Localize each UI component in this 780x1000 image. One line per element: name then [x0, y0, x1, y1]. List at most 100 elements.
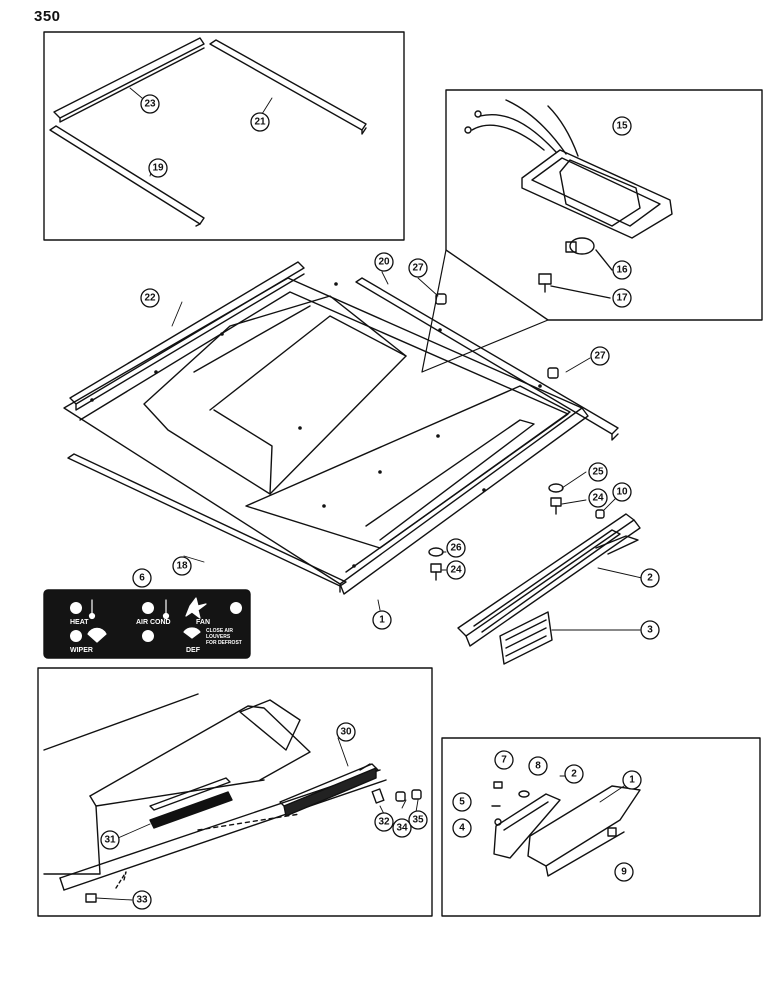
- wiper-icon: [87, 627, 107, 643]
- svg-text:23: 23: [144, 99, 156, 110]
- louver-bezel: [457, 513, 641, 647]
- callout-1: 1: [372, 610, 392, 630]
- svg-text:19: 19: [152, 163, 164, 174]
- control-panel-knob-holes: [70, 602, 242, 642]
- vent-strip-31: [149, 777, 233, 829]
- dashed-guide-line: [197, 813, 301, 831]
- screw-7-detail: [493, 781, 503, 789]
- callout-15: 15: [612, 116, 632, 136]
- svg-text:6: 6: [139, 573, 145, 584]
- svg-text:16: 16: [616, 265, 628, 276]
- callout-26: 26: [446, 538, 466, 558]
- callout-detail-1: 1: [622, 770, 642, 790]
- callout-33: 33: [132, 890, 152, 910]
- callout-27-lower: 27: [590, 346, 610, 366]
- svg-text:26: 26: [450, 543, 462, 554]
- svg-text:15: 15: [616, 121, 628, 132]
- washer-26: [428, 547, 444, 557]
- svg-text:5: 5: [459, 797, 465, 808]
- svg-text:18: 18: [176, 561, 188, 572]
- washer-25: [548, 483, 564, 493]
- callout-30: 30: [336, 722, 356, 742]
- svg-text:22: 22: [144, 293, 156, 304]
- rivet-4-detail: [494, 818, 502, 826]
- svg-text:30: 30: [340, 727, 352, 738]
- panel-label-close-air-2: LOUVERS: [206, 634, 231, 640]
- thermometer-bulb-icon: [88, 612, 96, 620]
- svg-text:9: 9: [621, 867, 627, 878]
- callout-32: 32: [374, 812, 394, 832]
- panel-label-def: DEF: [186, 647, 201, 654]
- trim-strip-21: [209, 39, 367, 135]
- callout-24-lower: 24: [446, 560, 466, 580]
- callout-detail-9: 9: [614, 862, 634, 882]
- nut-27-lower: [547, 367, 559, 379]
- panel-label-air-cond: AIR COND: [136, 619, 171, 626]
- clip-32: [371, 788, 385, 804]
- panel-label-close-air-1: CLOSE AIR: [206, 628, 233, 634]
- bezel-mounting-inset-frame: [441, 737, 761, 917]
- svg-text:27: 27: [412, 263, 424, 274]
- svg-text:17: 17: [616, 293, 628, 304]
- dome-light-bulb: [565, 237, 595, 255]
- nut-35: [411, 789, 422, 800]
- panel-label-fan: FAN: [196, 619, 210, 626]
- nut-27-upper: [435, 293, 447, 305]
- louver: [499, 611, 553, 665]
- trim-strip-19: [49, 125, 205, 227]
- panel-label-wiper: WIPER: [70, 647, 93, 654]
- page-number: 350: [34, 8, 61, 25]
- screw-24-lower: [430, 563, 442, 581]
- headliner-inset-frame: [37, 667, 433, 917]
- fan-icon: [185, 597, 207, 619]
- svg-text:3: 3: [647, 625, 653, 636]
- trim-strip-23: [53, 37, 205, 123]
- svg-text:1: 1: [379, 615, 385, 626]
- nut-9-detail: [607, 827, 617, 837]
- callout-19: 19: [148, 158, 168, 178]
- callout-24-upper: 24: [588, 488, 608, 508]
- callout-23: 23: [140, 94, 160, 114]
- callout-6: 6: [132, 568, 152, 588]
- svg-text:20: 20: [378, 257, 390, 268]
- nut-10: [595, 509, 605, 519]
- callout-detail-5: 5: [452, 792, 472, 812]
- callout-20: 20: [374, 252, 394, 272]
- svg-text:32: 32: [378, 817, 390, 828]
- callout-17: 17: [612, 288, 632, 308]
- svg-text:34: 34: [396, 823, 408, 834]
- roof-bolt-holes: [90, 282, 542, 568]
- callout-18: 18: [172, 556, 192, 576]
- dome-light-assembly: [464, 99, 673, 239]
- callout-27-upper: 27: [408, 258, 428, 278]
- svg-text:8: 8: [535, 761, 541, 772]
- washer-8-detail: [518, 790, 530, 798]
- svg-text:27: 27: [594, 351, 606, 362]
- headliner-detail: [43, 693, 387, 891]
- bracket-1-detail: [527, 785, 641, 877]
- defrost-icon: [183, 627, 201, 639]
- roof-panel: [63, 277, 589, 595]
- panel-label-heat: HEAT: [70, 619, 89, 626]
- louver-30: [279, 763, 379, 817]
- roof-strip-22: [69, 261, 305, 411]
- control-panel-symbols: [87, 597, 207, 643]
- callout-2: 2: [640, 568, 660, 588]
- callout-10: 10: [612, 482, 632, 502]
- callout-34: 34: [392, 818, 412, 838]
- callout-detail-2: 2: [564, 764, 584, 784]
- screw-24-upper: [550, 497, 562, 515]
- svg-text:24: 24: [450, 565, 462, 576]
- roof-strip-18: [67, 453, 347, 593]
- callout-22: 22: [140, 288, 160, 308]
- svg-text:31: 31: [104, 835, 116, 846]
- callout-detail-7: 7: [494, 750, 514, 770]
- trim-strips-inset-frame: [43, 31, 405, 241]
- svg-text:10: 10: [616, 487, 628, 498]
- svg-text:21: 21: [254, 117, 266, 128]
- dome-light-inset-frame: [445, 89, 763, 321]
- callout-detail-4: 4: [452, 818, 472, 838]
- panel-label-close-air-3: FOR DEFROST: [206, 640, 242, 646]
- callout-3: 3: [640, 620, 660, 640]
